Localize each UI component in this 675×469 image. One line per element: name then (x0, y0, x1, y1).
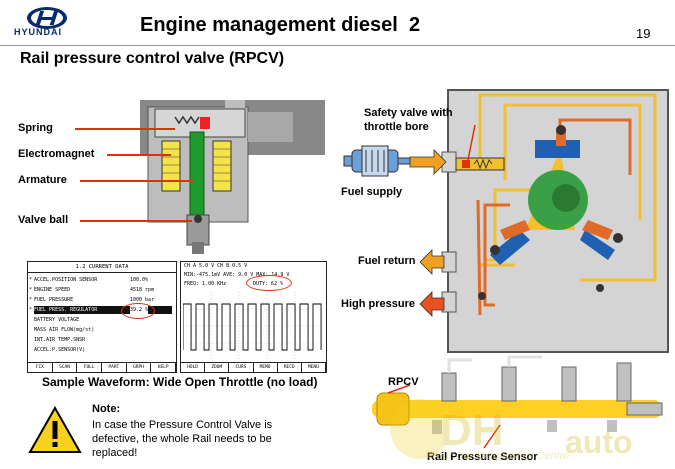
softkey: MENU (302, 363, 327, 372)
fuel-supply-arrow (409, 149, 447, 175)
softkey: GRPH (127, 363, 152, 372)
spring-leader (75, 128, 175, 130)
warning-icon (28, 406, 82, 453)
softkey: FULL (77, 363, 103, 372)
scope-softkeys: HOLD ZOOM CURS MEMO RECD MENU (181, 362, 327, 372)
rail-pressure-sensor-label: Rail Pressure Sensor (427, 451, 538, 463)
scan-title: 1.2 CURRENT DATA (28, 262, 176, 273)
waveform-trace (183, 292, 323, 360)
fuel-return-arrow (419, 249, 445, 275)
armature-label: Armature (18, 174, 67, 186)
softkey: PART (102, 363, 127, 372)
duty-highlight (246, 275, 292, 291)
high-pressure-label: High pressure (341, 298, 415, 310)
softkey: SCAN (53, 363, 78, 372)
softkey: HOLD (181, 363, 206, 372)
watermark-text: Your Car Diagnostics Centre (430, 450, 570, 462)
scan-row: BATTERY VOLTAGE (34, 317, 80, 323)
valve-ball-label: Valve ball (18, 214, 69, 226)
scope-channels: CH A 5.0 V CH B 0.5 V (184, 263, 248, 269)
fuel-system-diagram (343, 89, 669, 353)
valve-ball-leader (80, 220, 192, 222)
scope-frequency: FREQ: 1.00 KHz (184, 281, 227, 287)
electromagnet-leader (107, 154, 171, 156)
waveform-caption: Sample Waveform: Wide Open Throttle (no … (42, 375, 318, 389)
header-divider (0, 45, 675, 46)
scan-row: MASS AIR FLOW(mg/st) (34, 327, 95, 333)
scan-softkeys: FIX SCAN FULL PART GRPH HELP (28, 362, 177, 372)
armature-leader (80, 180, 194, 182)
section-title: Rail pressure control valve (RPCV) (20, 50, 285, 67)
rpcv-label: RPCV (388, 376, 419, 388)
brand-name: HYUNDAI (14, 27, 63, 37)
page-number: 19 (636, 26, 651, 41)
electromagnet-label: Electromagnet (18, 148, 95, 160)
page-title: Engine management diesel 2 (140, 14, 421, 36)
common-rail (372, 355, 663, 449)
softkey: ZOOM (205, 363, 230, 372)
softkey: FIX (28, 363, 53, 372)
safety-valve-label: Safety valve with throttle bore (364, 107, 453, 133)
hyundai-logo (18, 6, 88, 42)
softkey: MEMO (254, 363, 278, 372)
note-body: In case the Pressure Control Valve is de… (92, 419, 273, 459)
pump-body (490, 130, 615, 265)
softkey: HELP (151, 363, 177, 372)
fuel-return-label: Fuel return (358, 255, 416, 267)
softkey: CURS (229, 363, 254, 372)
note-title: Note: (92, 403, 121, 415)
scope-min-max: MIN:-475.1mV AVE: 9.0 V MAX: 14.9 V (184, 272, 290, 278)
softkey: RECD (278, 363, 302, 372)
rpcv-cross-section (140, 100, 325, 254)
supply-pump (343, 145, 411, 177)
scan-row: INT.AIR TEMP.SNSR (34, 337, 86, 343)
spring-label: Spring (18, 122, 53, 134)
regulator-highlight (121, 303, 155, 319)
fuel-supply-label: Fuel supply (341, 186, 403, 198)
high-pressure-arrow (419, 291, 445, 317)
scan-row: ACCEL.P.SENSOR(V) (34, 347, 86, 353)
